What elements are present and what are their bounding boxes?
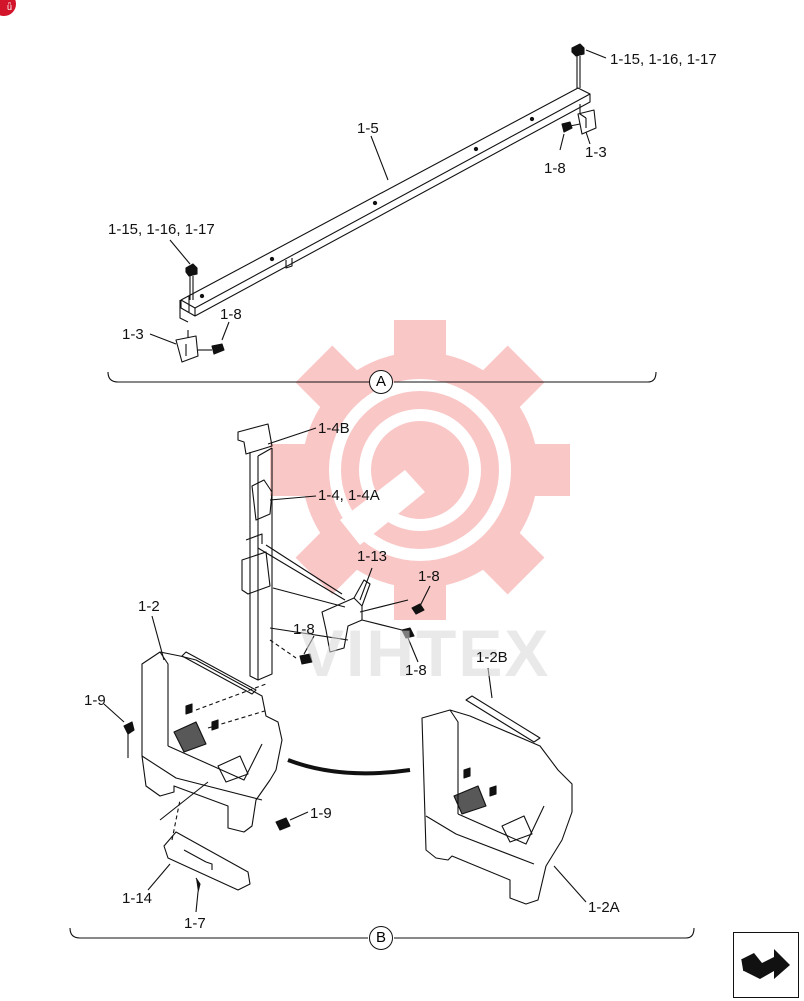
callout-b-1-4-1-4a: 1-4, 1-4A [318, 487, 380, 504]
return-arrow-icon [741, 949, 790, 979]
callout-b-1-14: 1-14 [122, 890, 153, 907]
callout-b-1-9-right: 1-9 [310, 805, 332, 822]
return-button[interactable] [733, 932, 799, 998]
callout-b-1-4b: 1-4B [318, 420, 350, 437]
view-label-b: B [369, 926, 393, 950]
view-b-separator [69, 927, 695, 939]
callout-b-1-9-left: 1-9 [84, 692, 106, 709]
callout-a-1-15-16-17-left: 1-15, 1-16, 1-17 [108, 221, 215, 238]
callout-b-1-8-top: 1-8 [418, 568, 440, 585]
view-label-a: A [369, 370, 393, 394]
page-badge: ǖ [0, 0, 16, 16]
callout-a-1-8-left: 1-8 [220, 306, 242, 323]
callout-b-1-7: 1-7 [184, 915, 206, 932]
callout-b-1-13: 1-13 [357, 548, 388, 565]
callout-a-1-5: 1-5 [357, 120, 379, 137]
callout-a-1-3-right: 1-3 [585, 144, 607, 161]
callout-b-1-2: 1-2 [138, 598, 160, 615]
watermark-text: VIHTEX [300, 616, 551, 690]
callout-a-1-3-left: 1-3 [122, 326, 144, 343]
view-b-assembly [103, 423, 587, 913]
callout-b-1-8-mid: 1-8 [293, 621, 315, 638]
watermark-logo [270, 320, 570, 620]
callout-a-1-8-right: 1-8 [544, 160, 566, 177]
callout-b-1-8-bottom: 1-8 [405, 662, 427, 679]
callout-b-1-2a: 1-2A [588, 899, 620, 916]
view-a-separator [107, 371, 657, 383]
callout-b-1-2b: 1-2B [476, 649, 508, 666]
view-a-rail [149, 43, 607, 363]
callout-a-1-15-16-17-right: 1-15, 1-16, 1-17 [610, 51, 717, 68]
